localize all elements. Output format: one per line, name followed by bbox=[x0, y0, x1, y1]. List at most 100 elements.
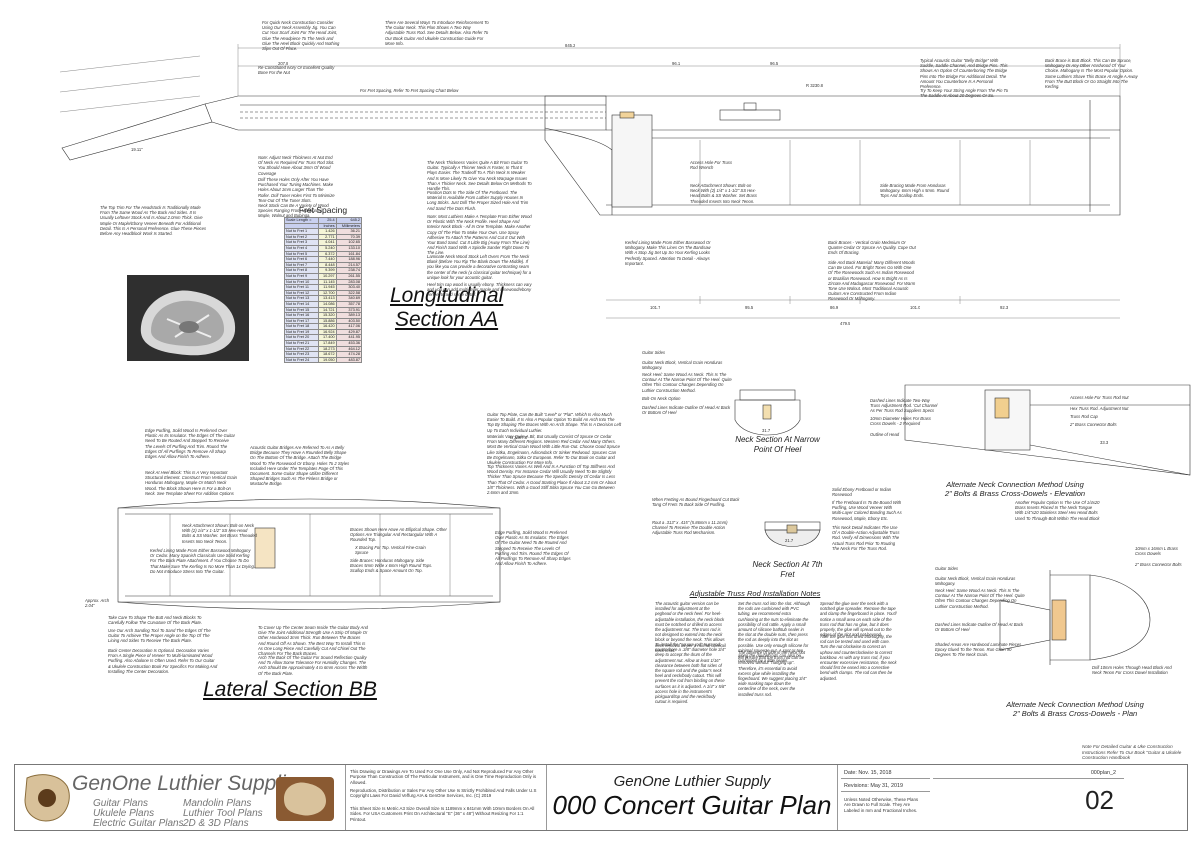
fret-label: Nut to Fret 9 bbox=[283, 272, 320, 280]
note-cross-dowel-holes: 10mm Diameter Holes For Brass Cross Dowe… bbox=[870, 416, 931, 427]
note-position-dots: Position Dots In The Side Of The Fretboa… bbox=[427, 190, 529, 211]
note-reinforcement: There Are Several Ways To Introduce Rein… bbox=[385, 20, 489, 46]
dim-label: 19.11" bbox=[131, 147, 143, 152]
note-plan-sides: Guitar Sides bbox=[935, 566, 959, 571]
dim-label: 31.7 bbox=[762, 428, 771, 433]
note-route-channel: Rout a .313" x .415" (5.86mm x 11.1mm) C… bbox=[652, 520, 728, 536]
fret-label: Nut to Fret 15 bbox=[283, 306, 320, 314]
dim-label: 21.7 bbox=[785, 538, 794, 543]
fret-mm: 340.69 bbox=[335, 295, 363, 302]
note-neck-attachment: Neck Attachment Shown: Bolt-on Neck With… bbox=[182, 523, 257, 544]
construction-handbook-note: Note For Detailed Guitar & Uke Construct… bbox=[1082, 744, 1182, 761]
plan-title: 000 Concert Guitar Plan bbox=[552, 790, 832, 820]
brand-name: GenOne Luthier Supplies bbox=[72, 772, 308, 795]
fret-label: Nut to Fret 12 bbox=[283, 289, 320, 297]
guitar-body-image bbox=[127, 275, 249, 361]
fret-mm: 238.74 bbox=[335, 267, 363, 274]
neck-section-heel-title-2: Point Of Heel bbox=[753, 445, 802, 454]
fret-label: Nut to Fret 19 bbox=[283, 328, 320, 336]
fret-inches: 19.050 bbox=[318, 356, 337, 364]
fret-label: Nut to Fret 17 bbox=[283, 317, 320, 325]
link-mandolin-plans[interactable]: Mandolin Plans bbox=[183, 798, 252, 809]
dim-label: 33.3 bbox=[1100, 440, 1109, 445]
note-arch-sanding: Use Our Arch Sanding Tool To Sand The Ed… bbox=[108, 628, 211, 644]
note-side-back-material: Side And Back Material: Many Different W… bbox=[828, 260, 916, 302]
revisions-field: Revisions: May 31, 2019 bbox=[841, 781, 930, 792]
truss-rod-notes-title: Adjustable Truss Rod Installation Notes bbox=[689, 589, 821, 598]
note-center-seam: To Cover Up The Center Seam Inside The G… bbox=[258, 625, 368, 657]
meta-cell: Date: Nov. 15, 2018 000plan_2 Revisions:… bbox=[838, 765, 1128, 830]
note-bolt-on: Neck Attachment Shown: Bolt-on Neck With… bbox=[690, 183, 758, 204]
note-template: Note: Most Luthiers Make A Template From… bbox=[427, 214, 532, 256]
note-neck-thickness: Note: Adjust Neck Thickness At Nut End O… bbox=[258, 155, 335, 176]
fret-mm: 441.95 bbox=[335, 334, 363, 342]
note-tuner-holes: Drill These Holes Only After You Have Pu… bbox=[258, 177, 335, 203]
note-belly-bridge-lateral: Acoustic Guitar Bridges Are Referred To … bbox=[250, 445, 350, 487]
dim-label: 479.5 bbox=[840, 321, 851, 326]
truss-note-5: Spread the glue over the neck with a not… bbox=[820, 601, 897, 638]
fret-spacing-table: Fret Spacing Scale Length = 25.4 645.2 I… bbox=[283, 205, 363, 364]
dim-label: R 2497.8 bbox=[510, 435, 527, 440]
link-electric-plans[interactable]: Electric Guitar Plans bbox=[93, 818, 184, 829]
dim-label: 101.0 bbox=[910, 305, 921, 310]
legal-text-3: This Sheet Size Is Metric A3 Size Overal… bbox=[350, 806, 535, 822]
fret-label: Nut to Fret 20 bbox=[283, 334, 320, 342]
note-neck-profile: The Neck Thickness Varies Quite A Bit Fr… bbox=[427, 160, 532, 192]
neck-section-heel-outline bbox=[734, 399, 801, 436]
note-plan-dowels: 10mm x 16mm L Brass Cross Dowels bbox=[1135, 546, 1178, 557]
note-bound-fretboard: If The Fretboard Is To Be Bound With Pur… bbox=[832, 500, 902, 521]
note-side-braces: Side Braces: Honduras Mahogany. Side Bra… bbox=[350, 558, 433, 574]
note-arch-back: Arch The Back Of The Guitar For Sound Re… bbox=[258, 655, 368, 676]
link-tool-plans[interactable]: Luthier Tool Plans bbox=[183, 808, 263, 819]
legal-cell: This Drawing or Drawings Are To Used For… bbox=[346, 765, 547, 830]
fret-mm: 417.06 bbox=[335, 323, 363, 330]
link-guitar-plans[interactable]: Guitar Plans bbox=[93, 798, 149, 809]
dim-label: 86.9 bbox=[830, 305, 839, 310]
scale-note: Unless Noted Otherwise, These Plans Are … bbox=[844, 797, 919, 813]
dim-label: 92.3 bbox=[1000, 305, 1009, 310]
note-plan-neck-heel: Neck Heel: Same Wood As Neck. This Is Th… bbox=[935, 588, 1025, 609]
note-arch-dimension: Approx. Arch 2.04" bbox=[85, 598, 110, 609]
fret-table-grid: Scale Length = 25.4 645.2 Inches Millime… bbox=[283, 217, 363, 364]
legal-text-1: This Drawing or Drawings Are To Used For… bbox=[350, 769, 537, 785]
body-outline bbox=[544, 95, 1121, 216]
fret-label: Nut to Fret 14 bbox=[283, 300, 320, 308]
note-access-hole: Access Hole For Truss Rod Wrench bbox=[690, 160, 733, 171]
note-edge-purfling: Edge Purfling, Solid Wood Is Preferred O… bbox=[145, 428, 235, 460]
dim-label: 96.1 bbox=[672, 61, 681, 66]
note-nut: Re-Constituted Ivory Or Excellent Qualit… bbox=[258, 65, 335, 76]
fret-mm: 403.50 bbox=[335, 317, 363, 325]
truss-note-1: The acoustic guitar version can be insta… bbox=[655, 601, 726, 653]
date-field: Date: Nov. 15, 2018 bbox=[841, 768, 930, 779]
fret-mm: 214.57 bbox=[335, 261, 363, 269]
title-block: GenOne Luthier Supplies Guitar Plans Uku… bbox=[14, 764, 1188, 831]
fret-label: Nut to Fret 16 bbox=[283, 312, 320, 319]
fret-mm: 389.13 bbox=[335, 312, 363, 319]
truss-note-2: To install the "square rod" truss rod: c… bbox=[655, 642, 726, 705]
note-outline-head: Outline of Head bbox=[870, 432, 900, 437]
link-ukulele-plans[interactable]: Ukulele Plans bbox=[93, 808, 155, 819]
fret-mm: 373.91 bbox=[335, 306, 363, 314]
fret-mm: 283.08 bbox=[335, 278, 363, 286]
dim-label: 207.8 bbox=[278, 61, 289, 66]
fret-label: Nut to Fret 22 bbox=[283, 345, 320, 353]
brand-cell: GenOne Luthier Supplies Guitar Plans Uku… bbox=[15, 765, 346, 830]
truss-note-4: The absence of glue in the neck slot wil… bbox=[738, 650, 807, 697]
dim-label: R 3230.8 bbox=[806, 83, 823, 88]
alt-plan-title-2: 2" Bolts & Brass Cross-Dowels - Plan bbox=[1012, 709, 1138, 718]
note-bolt-on-option: Bolt-On Neck Option bbox=[642, 396, 681, 401]
link-2d-3d-plans[interactable]: 2D & 3D Plans bbox=[183, 818, 249, 829]
